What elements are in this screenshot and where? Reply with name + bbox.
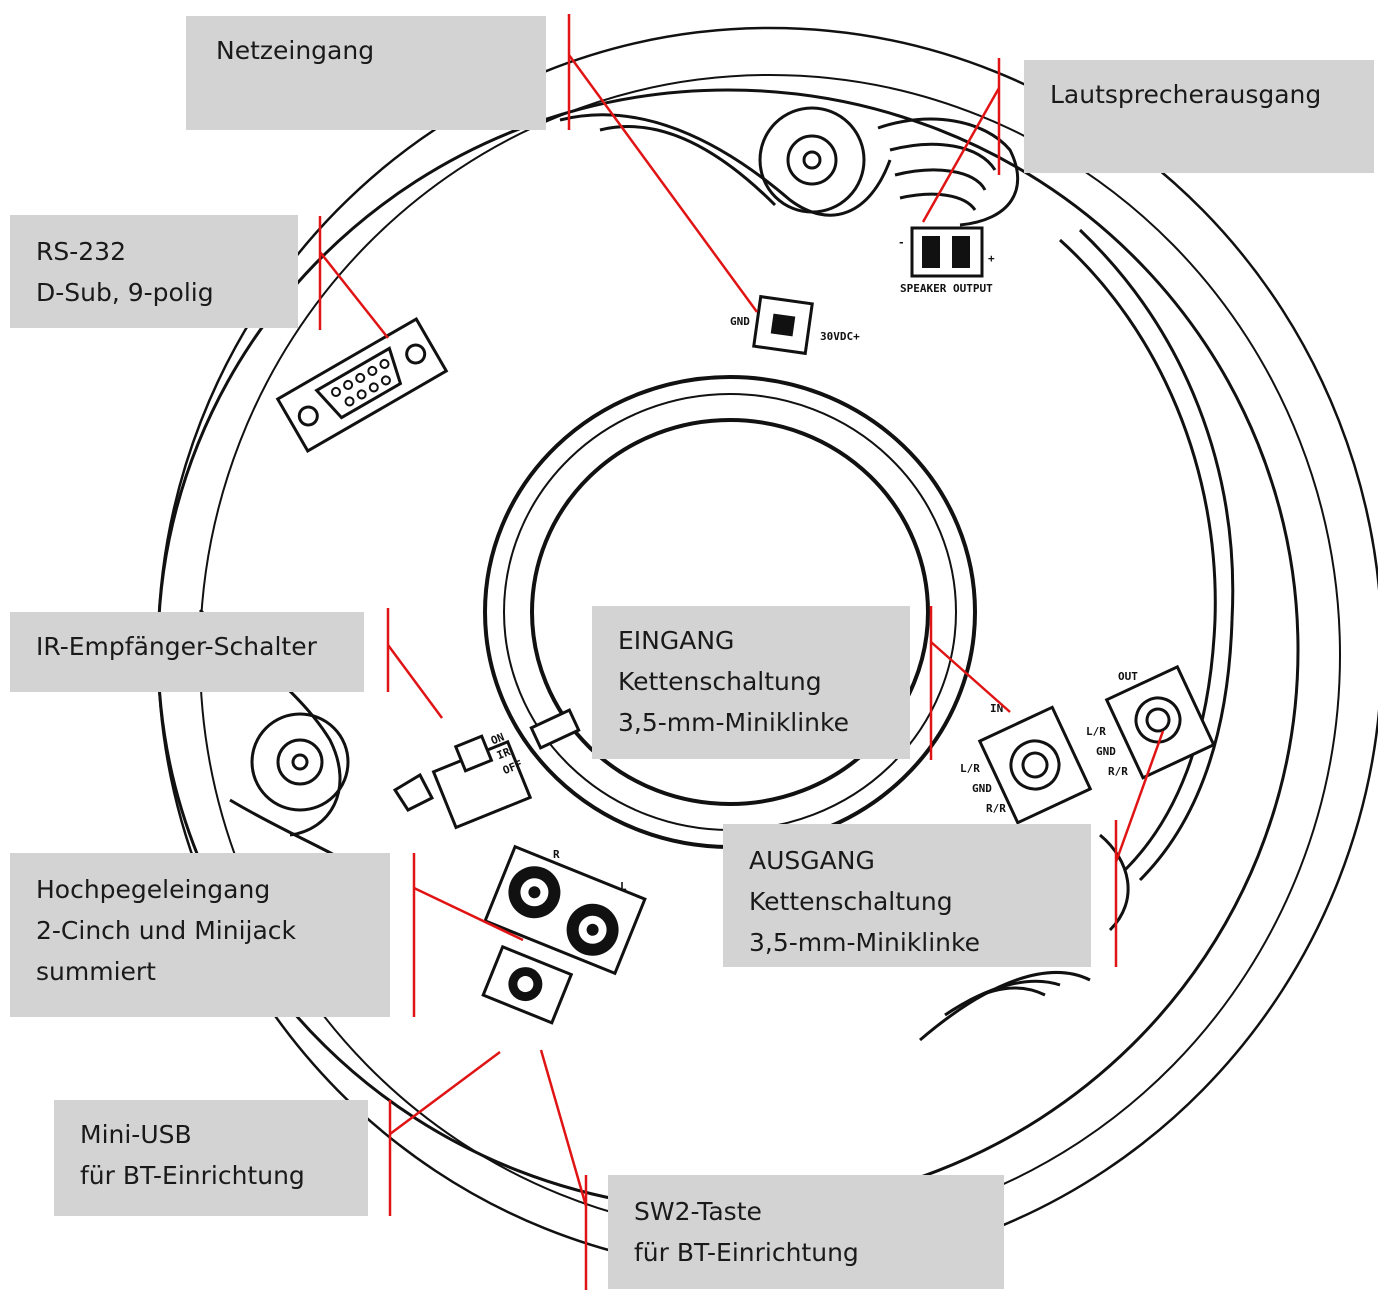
lautsprecher-line-1: Lautsprecherausgang: [1050, 80, 1322, 109]
callout-sw2-taste: SW2-Taste für BT-Einrichtung: [608, 1175, 1004, 1289]
callout-lautsprecherausgang: Lautsprecherausgang: [1024, 60, 1374, 173]
eingang-line-1: EINGANG: [618, 626, 735, 655]
ausgang-line-1: AUSGANG: [749, 846, 875, 875]
ausgang-line-3: 3,5-mm-Miniklinke: [749, 928, 980, 957]
callout-hochpegeleingang: Hochpegeleingang 2-Cinch und Minijack su…: [10, 853, 390, 1017]
eingang-line-2: Kettenschaltung: [618, 667, 822, 696]
ausgang-line-2: Kettenschaltung: [749, 887, 953, 916]
in-pin-r-label: R/R: [986, 802, 1006, 815]
ir-switch: ON IR OFF: [431, 730, 533, 830]
usb-line-2: für BT-Einrichtung: [80, 1161, 305, 1190]
right-cable: [1058, 228, 1235, 882]
usb-line-1: Mini-USB: [80, 1120, 192, 1149]
callout-ir-empfaenger: IR-Empfänger-Schalter: [10, 612, 364, 692]
speaker-plus-label: +: [988, 252, 995, 265]
bottom-right-lug: [919, 833, 1130, 1042]
eingang-line-3: 3,5-mm-Miniklinke: [618, 708, 849, 737]
rs232-line-1: RS-232: [36, 237, 126, 266]
ir-ir-label: IR: [495, 745, 513, 762]
callout-mini-usb: Mini-USB für BT-Einrichtung: [54, 1100, 368, 1216]
out-pin-r-label: R/R: [1108, 765, 1128, 778]
sw2-line-1: SW2-Taste: [634, 1197, 762, 1226]
mini-usb-port: [481, 944, 574, 1025]
ir-sensor: [392, 772, 435, 812]
out-pin-gnd-label: GND: [1096, 745, 1116, 758]
speaker-output-label: SPEAKER OUTPUT: [900, 282, 993, 295]
ir-clip: [529, 708, 581, 750]
rca-l-label: L: [620, 880, 627, 893]
in-jack: [977, 705, 1093, 825]
callout-eingang: EINGANG Kettenschaltung 3,5-mm-Miniklink…: [592, 606, 910, 759]
hochpegel-line-2: 2-Cinch und Minijack: [36, 916, 297, 945]
rs232-connector: [275, 316, 449, 454]
leader-lines: [318, 14, 1165, 1290]
rca-r-label: R: [553, 848, 560, 861]
callout-ausgang: AUSGANG Kettenschaltung 3,5-mm-Miniklink…: [723, 824, 1091, 967]
netzeingang-line-1: Netzeingang: [216, 36, 375, 65]
out-jack: [1104, 664, 1216, 780]
hochpegel-line-3: summiert: [36, 957, 156, 986]
dc-power-connector: GND 30VDC+: [730, 294, 860, 356]
rs232-line-2: D-Sub, 9-polig: [36, 278, 214, 307]
callout-netzeingang: Netzeingang: [186, 16, 546, 130]
dc-gnd-label: GND: [730, 315, 750, 328]
in-pin-gnd-label: GND: [972, 782, 992, 795]
in-pin-l-label: L/R: [960, 762, 980, 775]
callout-rs232: RS-232 D-Sub, 9-polig: [10, 215, 298, 328]
ir-line-1: IR-Empfänger-Schalter: [36, 632, 317, 661]
center-ring-inner: [530, 418, 930, 806]
out-pin-l-label: L/R: [1086, 725, 1106, 738]
hochpegel-line-1: Hochpegeleingang: [36, 875, 271, 904]
speaker-terminal: - + SPEAKER OUTPUT: [898, 226, 995, 295]
ir-on-label: ON: [489, 730, 506, 747]
top-mounting-lug: [559, 106, 1020, 227]
speaker-minus-label: -: [898, 236, 905, 249]
sw2-line-2: für BT-Einrichtung: [634, 1238, 859, 1267]
dc-vdc-label: 30VDC+: [820, 330, 860, 343]
out-label: OUT: [1118, 670, 1138, 683]
in-label: IN: [990, 702, 1003, 715]
rca-block: [483, 844, 647, 976]
